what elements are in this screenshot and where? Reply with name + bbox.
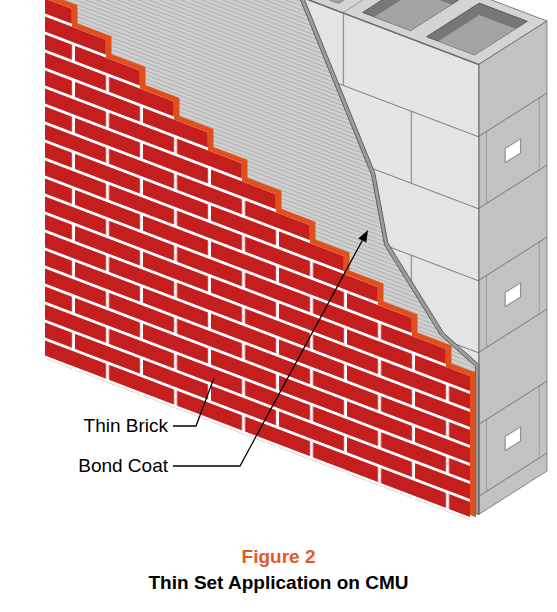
leader-arrowhead — [358, 230, 368, 243]
shell-line — [486, 132, 487, 204]
figure-number-box: Figure 2 — [0, 546, 557, 568]
figure-caption-box: Thin Set Application on CMU — [0, 572, 557, 594]
brick-face — [45, 0, 470, 520]
shell-line — [486, 420, 487, 492]
shell-line — [539, 242, 540, 314]
part-label: Thin Brick — [84, 415, 168, 437]
block-joint — [479, 237, 547, 280]
end-slot — [505, 283, 520, 307]
block-joint — [479, 381, 547, 424]
leader-line — [173, 378, 214, 426]
shell-line — [486, 276, 487, 348]
block-joint — [479, 453, 547, 496]
figure-number: Figure 2 — [242, 546, 316, 568]
cmu-end-face — [479, 21, 547, 514]
thin-brick — [45, 0, 470, 520]
block-joint — [479, 165, 547, 208]
figure-caption: Thin Set Application on CMU — [149, 572, 409, 594]
cmu-end — [479, 21, 547, 514]
leader-line — [173, 241, 362, 467]
part-label-box: Bond Coat — [78, 455, 168, 477]
block-joint — [479, 309, 547, 352]
block-joint — [479, 93, 547, 136]
shell-line — [539, 386, 540, 458]
cmu-core-floor — [374, 0, 451, 31]
end-slot — [505, 427, 520, 451]
shell-line — [539, 98, 540, 170]
part-label-box: Thin Brick — [84, 415, 168, 437]
end-slot — [505, 139, 520, 163]
part-label: Bond Coat — [78, 455, 168, 477]
